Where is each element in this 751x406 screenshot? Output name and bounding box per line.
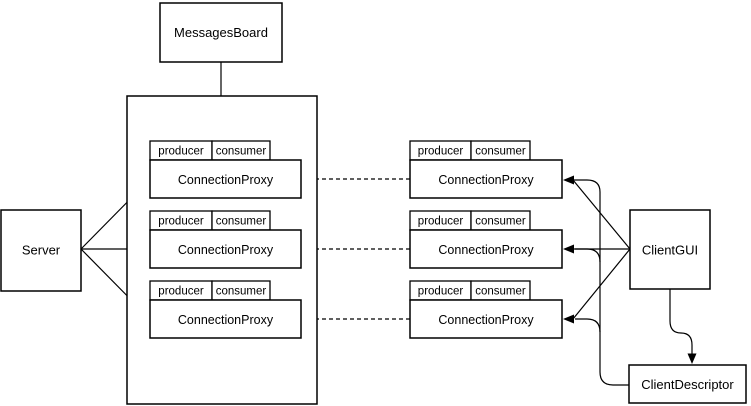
client-proxy-1-consumer-label: consumer — [475, 146, 526, 158]
clientgui-to-proxy-1-link — [572, 179, 631, 250]
clientgui-node: ClientGUI — [629, 209, 711, 290]
arrowhead-into-proxy-3-icon — [563, 314, 574, 324]
server-proxy-2-producer-label: producer — [158, 216, 204, 228]
clientgui-to-clientdescriptor-link — [669, 289, 693, 356]
client-proxy-2-label: ConnectionProxy — [438, 243, 534, 257]
server-label: Server — [22, 242, 61, 257]
clientdescriptor-branch-proxy-2 — [575, 248, 601, 263]
server-proxy-1: producer consumer ConnectionProxy — [149, 140, 302, 199]
clientdescriptor-node: ClientDescriptor — [628, 364, 747, 404]
server-box — [0, 209, 82, 292]
server-proxy-2-box — [149, 229, 302, 269]
arrowhead-into-proxy-2-icon — [563, 244, 574, 254]
client-proxy-1-label: ConnectionProxy — [438, 173, 534, 187]
server-node: Server — [0, 209, 82, 292]
client-proxy-2: producer consumer ConnectionProxy — [409, 210, 563, 269]
server-proxy-1-producer-label: producer — [158, 146, 204, 158]
clientdescriptor-branch-proxy-3 — [575, 318, 601, 333]
server-proxy-2-consumer-label: consumer — [216, 216, 267, 228]
server-proxy-2: producer consumer ConnectionProxy — [149, 210, 302, 269]
server-proxy-3-consumer-label: consumer — [216, 286, 267, 298]
server-proxy-3-box — [149, 299, 302, 339]
clientgui-box — [629, 209, 711, 290]
server-proxy-3: producer consumer ConnectionProxy — [149, 280, 302, 339]
messagesboard-node: MessagesBoard — [159, 2, 283, 63]
client-proxy-1-box — [409, 159, 563, 199]
client-proxy-3-producer-label: producer — [418, 286, 464, 298]
clientgui-to-proxy-3-link — [572, 248, 631, 320]
messagesboard-label: MessagesBoard — [174, 25, 268, 40]
server-proxy-1-consumer-label: consumer — [216, 146, 267, 158]
client-proxy-1: producer consumer ConnectionProxy — [409, 140, 563, 199]
client-proxy-2-producer-label: producer — [418, 216, 464, 228]
client-proxy-2-box — [409, 229, 563, 269]
arrowhead-into-clientdescriptor-icon — [687, 353, 697, 364]
server-proxy-2-label: ConnectionProxy — [178, 243, 274, 257]
messagesboard-box — [159, 2, 283, 63]
client-proxy-3: producer consumer ConnectionProxy — [409, 280, 563, 339]
server-proxy-3-label: ConnectionProxy — [178, 313, 274, 327]
client-proxy-3-box — [409, 299, 563, 339]
clientdescriptor-to-proxies-link — [571, 179, 629, 386]
clientdescriptor-box — [628, 364, 747, 404]
server-proxy-1-label: ConnectionProxy — [178, 173, 274, 187]
arrowhead-into-proxy-1-icon — [563, 175, 574, 185]
client-proxy-1-producer-label: producer — [418, 146, 464, 158]
clientgui-label: ClientGUI — [642, 242, 698, 257]
clientdescriptor-label: ClientDescriptor — [641, 377, 734, 392]
client-proxy-3-consumer-label: consumer — [475, 286, 526, 298]
client-proxy-3-label: ConnectionProxy — [438, 313, 534, 327]
server-proxy-3-producer-label: producer — [158, 286, 204, 298]
client-proxy-2-consumer-label: consumer — [475, 216, 526, 228]
server-proxy-1-box — [149, 159, 302, 199]
